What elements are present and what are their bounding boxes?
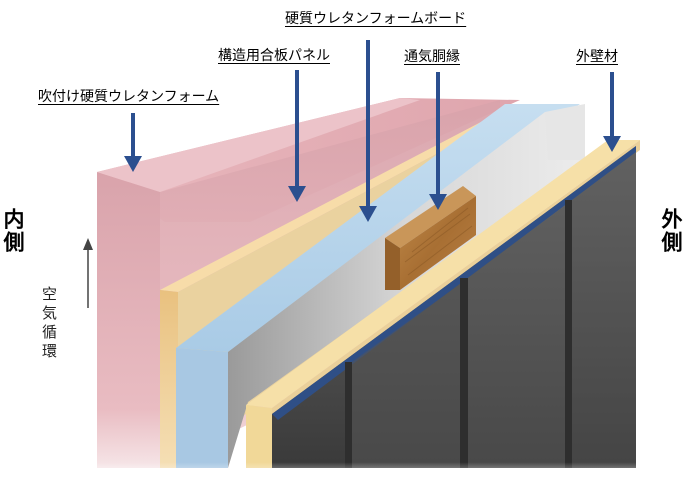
label-inside: 内側: [1, 208, 25, 254]
air-cavity: [228, 104, 585, 468]
label-exterior-cladding: 外壁材: [576, 49, 618, 65]
bottom-fade: [90, 400, 650, 483]
arrow-structural-panel: [288, 70, 306, 202]
arrow-spray-foam: [124, 113, 142, 172]
arrow-exterior-cladding: [603, 72, 621, 152]
vent-furring-strip: [385, 186, 476, 290]
air-circulation-arrow: [83, 238, 93, 308]
label-outside: 外側: [659, 208, 683, 254]
arrow-foam-board: [359, 40, 377, 222]
arrow-vent-furring: [429, 72, 447, 210]
label-vent-furring: 通気胴縁: [404, 49, 460, 65]
label-structural-panel: 構造用合板パネル: [218, 48, 330, 64]
label-air-circulation: 空気循環: [40, 286, 58, 362]
label-spray-foam: 吹付け硬質ウレタンフォーム: [38, 89, 220, 105]
callout-arrows: [124, 40, 621, 222]
label-foam-board: 硬質ウレタンフォームボード: [285, 11, 467, 27]
